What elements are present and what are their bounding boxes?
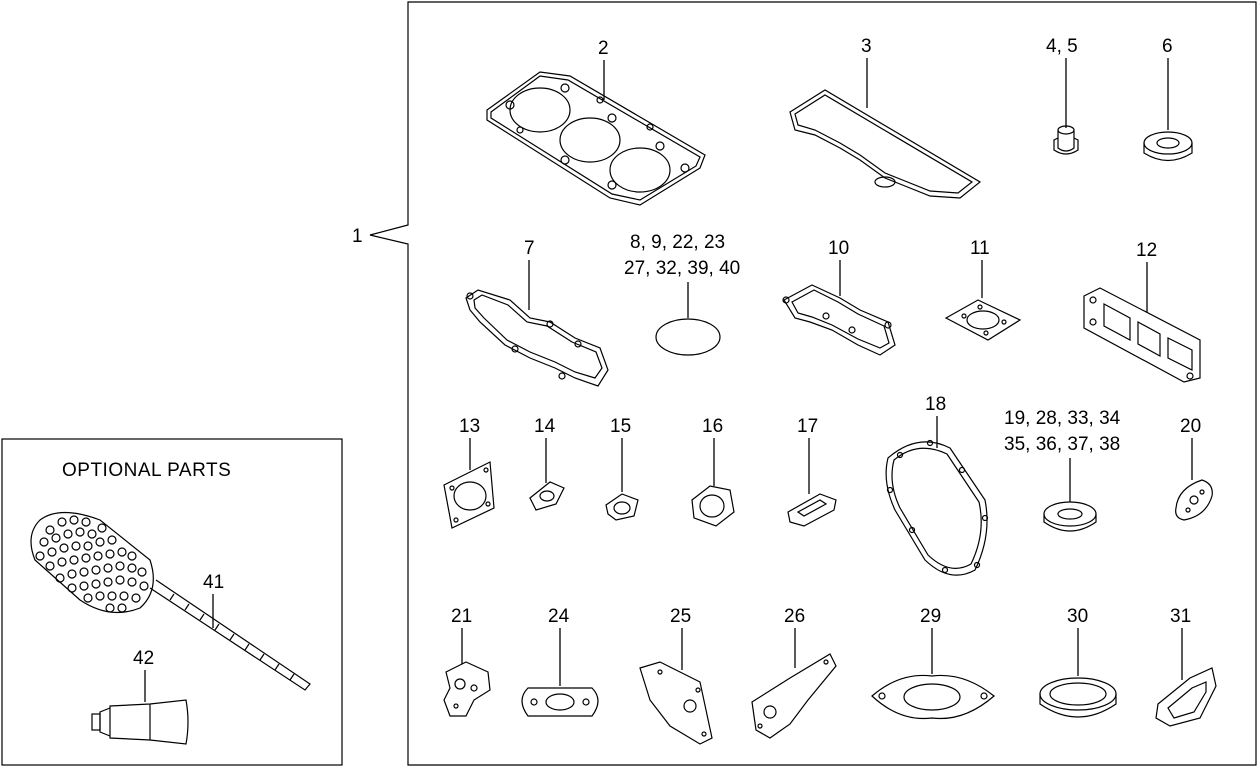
callout-13: 13: [459, 416, 480, 437]
callout-14: 14: [534, 416, 556, 437]
callout-7: 7: [524, 238, 535, 259]
part-30-seal: 30: [1039, 606, 1117, 718]
callout-18: 18: [925, 394, 946, 415]
callout-3: 3: [861, 36, 872, 57]
part-7-manifold-gasket: 7: [465, 238, 609, 387]
callout-41: 41: [203, 572, 224, 593]
callout-42: 42: [133, 648, 154, 669]
callout-17: 17: [797, 416, 818, 437]
part-18-large-gasket: 18: [885, 394, 989, 576]
part-2-head-gasket: 2: [486, 38, 706, 206]
callout-8-line1: 8, 9, 22, 23: [630, 232, 725, 253]
part-15-gasket: 15: [605, 416, 639, 521]
callout-2: 2: [598, 38, 609, 59]
callout-29: 29: [920, 606, 941, 627]
callout-19-line1: 19, 28, 33, 34: [1004, 408, 1121, 429]
part-24-gasket: 24: [521, 606, 599, 717]
callout-12: 12: [1136, 240, 1157, 261]
callout-30: 30: [1067, 606, 1088, 627]
part-17-gasket: 17: [787, 416, 837, 527]
part-14-gasket: 14: [529, 416, 565, 511]
part-31-gasket: 31: [1155, 606, 1217, 727]
part-21-gasket: 21: [443, 606, 491, 717]
part-12-exhaust-gasket: 12: [1083, 240, 1201, 383]
callout-24: 24: [548, 606, 570, 627]
callout-4-5: 4, 5: [1046, 36, 1078, 57]
callout-11: 11: [970, 238, 990, 259]
callout-26: 26: [784, 606, 805, 627]
part-10-gasket: 10: [782, 238, 896, 356]
part-4-5-stem-seal: 4, 5: [1046, 36, 1079, 155]
part-41-cleaning-brush: 41: [30, 511, 311, 691]
callout-15: 15: [610, 416, 631, 437]
callout-21: 21: [451, 606, 472, 627]
callout-20: 20: [1180, 416, 1201, 437]
part-42-sealant-tube: 42: [91, 648, 189, 745]
part-8-o-ring: 8, 9, 22, 23 27, 32, 39, 40: [624, 232, 740, 356]
callout-19-line2: 35, 36, 37, 38: [1004, 434, 1120, 455]
part-16-gasket: 16: [691, 416, 735, 527]
optional-parts-title: OPTIONAL PARTS: [62, 460, 231, 481]
part-20-gasket: 20: [1175, 416, 1213, 521]
part-19-seal: 19, 28, 33, 34 35, 36, 37, 38: [1004, 408, 1121, 532]
part-25-gasket: 25: [639, 606, 713, 745]
callout-16: 16: [702, 416, 723, 437]
part-6-oil-seal: 6: [1143, 36, 1193, 162]
part-13-gasket: 13: [443, 416, 495, 529]
callout-8-line2: 27, 32, 39, 40: [624, 258, 740, 279]
part-26-gasket: 26: [751, 606, 837, 739]
callout-6: 6: [1162, 36, 1173, 57]
part-29-gasket: 29: [871, 606, 995, 720]
optional-parts-frame: [1, 438, 343, 766]
callout-10: 10: [828, 238, 849, 259]
part-11-square-gasket: 11: [944, 238, 1022, 341]
callout-25: 25: [670, 606, 691, 627]
callout-31: 31: [1170, 606, 1191, 627]
part-3-valve-cover-gasket: 3: [789, 36, 982, 199]
main-kit-frame: [369, 1, 1257, 766]
callout-1: 1: [352, 226, 363, 247]
